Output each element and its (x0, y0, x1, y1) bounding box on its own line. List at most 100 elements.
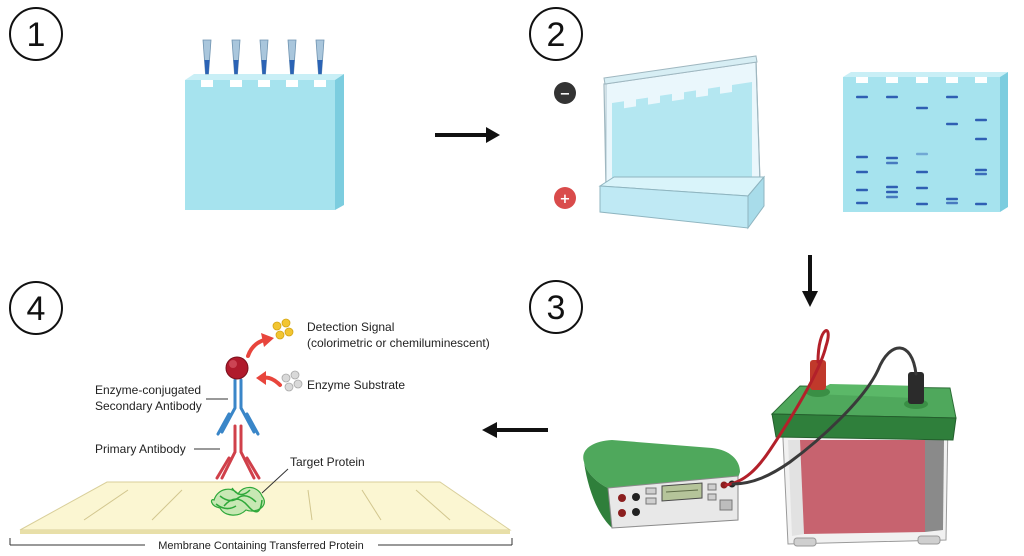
red-connector (810, 360, 826, 390)
power-supply-button (707, 483, 717, 491)
step-badge-circle (529, 7, 583, 61)
power-supply-icon (583, 440, 740, 529)
arrow-icon (435, 127, 500, 143)
step-1: 1 (9, 7, 344, 210)
tank-inner-wall (788, 440, 804, 536)
step-4-badge: 4 (9, 281, 63, 335)
gel-front-face (843, 77, 1000, 212)
power-supply-display (661, 482, 703, 502)
step-2: 2 − + (529, 7, 1008, 230)
membrane-lane-lines (83, 489, 451, 521)
step-1-badge: 1 (9, 7, 63, 61)
step-3: 3 (529, 280, 957, 547)
gel-band (946, 122, 958, 126)
gel-band (916, 106, 928, 110)
step-number: 3 (547, 289, 566, 327)
gel-band (916, 152, 928, 156)
gel-band (916, 170, 928, 174)
negative-electrode-icon: − (554, 82, 576, 104)
primary-antibody-icon (215, 424, 261, 480)
target-protein-fold (215, 487, 263, 513)
step-badge-circle (529, 280, 583, 334)
separated-gel (843, 72, 1008, 212)
output-jack-positive (720, 481, 728, 489)
step-4: 4 (9, 281, 513, 552)
step-badge-circle (9, 7, 63, 61)
gel-band (975, 172, 987, 176)
pipette-tip-icon (202, 39, 212, 75)
gel-band (856, 201, 868, 205)
gel-band (886, 195, 898, 199)
detection-signal-dots (272, 318, 294, 340)
membrane-surface (19, 481, 512, 531)
black-connector (908, 372, 924, 404)
power-supply-button (645, 497, 657, 505)
gel-front-face (185, 80, 335, 210)
power-supply-shell-side (584, 462, 612, 528)
substrate-arrow-icon (256, 371, 282, 387)
negative-sign: − (560, 87, 571, 102)
gel-side-face (1000, 72, 1008, 212)
tank-foot (917, 535, 941, 545)
gel-band (975, 168, 987, 172)
arrow-icon (482, 422, 548, 438)
gel-band (886, 161, 898, 165)
pipette-tip-icon (287, 39, 297, 75)
step-2-badge: 2 (529, 7, 583, 61)
positive-electrode-icon: + (554, 187, 576, 209)
tank-lid-front (771, 413, 957, 441)
gel-top-face (185, 74, 344, 80)
electrode-panel (925, 440, 944, 532)
pipette-row (202, 39, 325, 75)
enzyme-icon (225, 356, 249, 380)
power-supply-shell-top (583, 440, 740, 488)
power-supply-front-panel (607, 475, 739, 529)
gel-band (916, 186, 928, 190)
output-jack-negative (632, 493, 640, 501)
secondary-antibody-icon (216, 378, 260, 436)
detection-signal-note: (colorimetric or chemiluminescent) (307, 336, 490, 350)
gel-band (856, 155, 868, 159)
detection-signal-label: Detection Signal (307, 320, 394, 334)
running-gel (612, 82, 752, 196)
pipette-tip-icon (231, 39, 241, 75)
power-supply-button (645, 487, 657, 495)
step-number: 2 (547, 16, 566, 54)
gel-band (856, 95, 868, 99)
gel-band (856, 188, 868, 192)
power-supply-button (707, 493, 717, 501)
gel-band (946, 197, 958, 201)
gel-band (946, 95, 958, 99)
arrow-icon (802, 255, 818, 307)
black-lead-wire (731, 346, 918, 486)
gel-side-face (335, 74, 344, 210)
secondary-antibody-label-line1: Enzyme-conjugated (95, 383, 201, 397)
gel-band (886, 190, 898, 194)
loading-gel (185, 74, 344, 210)
target-protein-label: Target Protein (290, 455, 365, 469)
output-jack-negative (632, 508, 640, 516)
red-lead-wire (724, 329, 830, 487)
signal-arrow-icon (246, 333, 274, 358)
transfer-tank-icon (770, 360, 957, 547)
membrane-edge (20, 530, 510, 534)
protein-icon (210, 486, 265, 516)
power-switch (719, 499, 733, 511)
gel-tank-icon (598, 55, 766, 230)
tank-foot (793, 537, 817, 547)
secondary-antibody-label-line2: Secondary Antibody (95, 399, 202, 413)
membrane (19, 481, 512, 534)
gel-band (886, 95, 898, 99)
primary-antibody-label: Primary Antibody (95, 442, 186, 456)
gel-band (916, 202, 928, 206)
gel-band (856, 170, 868, 174)
membrane-caption: Membrane Containing Transferred Protein (158, 540, 363, 552)
gel-band (975, 118, 987, 122)
step-badge-circle (9, 281, 63, 335)
gel-top-face (843, 72, 1008, 77)
gel-band (886, 156, 898, 160)
positive-sign: + (560, 192, 571, 207)
pipette-tip-icon (259, 39, 269, 75)
tank-tray-side (747, 175, 765, 230)
